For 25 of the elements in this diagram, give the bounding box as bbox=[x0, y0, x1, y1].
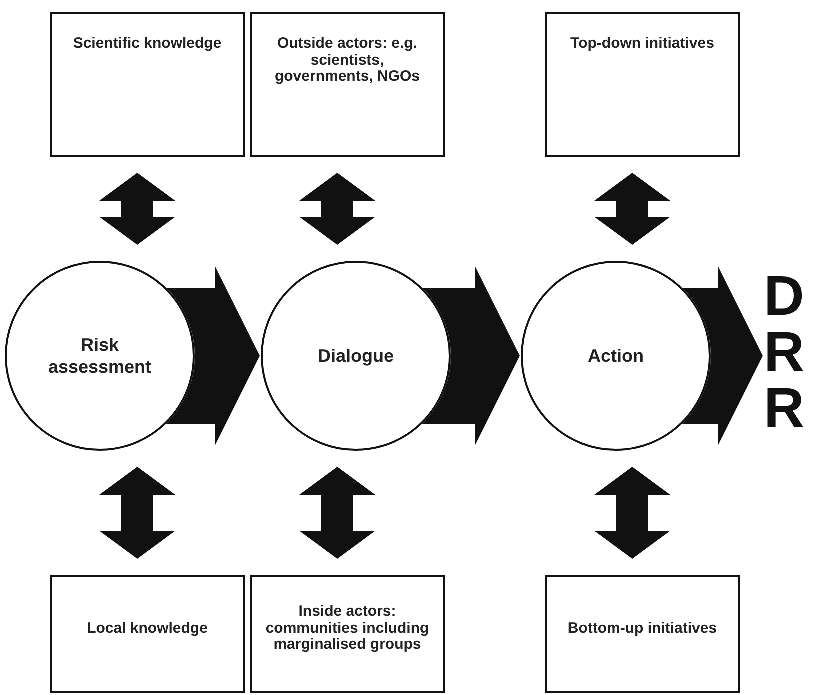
circle-label: Action bbox=[588, 344, 644, 368]
text-box bbox=[250, 575, 445, 693]
block-arrow bbox=[594, 173, 670, 245]
vertical-heading: D R R bbox=[764, 268, 822, 448]
block-arrow bbox=[300, 467, 376, 559]
box-label: Inside actors: communities including marginalised groups bbox=[264, 604, 430, 654]
text-box bbox=[250, 12, 445, 157]
box-label: Scientific knowledge bbox=[73, 36, 222, 52]
text-box bbox=[545, 12, 740, 157]
block-arrow bbox=[594, 467, 670, 559]
text-box bbox=[50, 12, 245, 157]
box-label: Bottom-up initiatives bbox=[568, 620, 718, 638]
circle-label: Dialogue bbox=[318, 344, 394, 368]
block-arrow bbox=[100, 467, 176, 559]
box-label: Local knowledge bbox=[87, 620, 208, 638]
block-arrow bbox=[422, 266, 520, 446]
text-box bbox=[50, 575, 245, 693]
box-label: Top-down initiatives bbox=[570, 36, 714, 52]
text-box bbox=[545, 575, 740, 693]
circle-label: Risk assessment bbox=[47, 334, 153, 378]
block-arrow bbox=[166, 266, 260, 446]
block-arrow bbox=[300, 173, 376, 245]
box-label: Outside actors: e.g. scientists, governments, NGOs bbox=[274, 36, 422, 86]
block-arrow bbox=[100, 173, 176, 245]
block-arrow bbox=[682, 266, 763, 446]
